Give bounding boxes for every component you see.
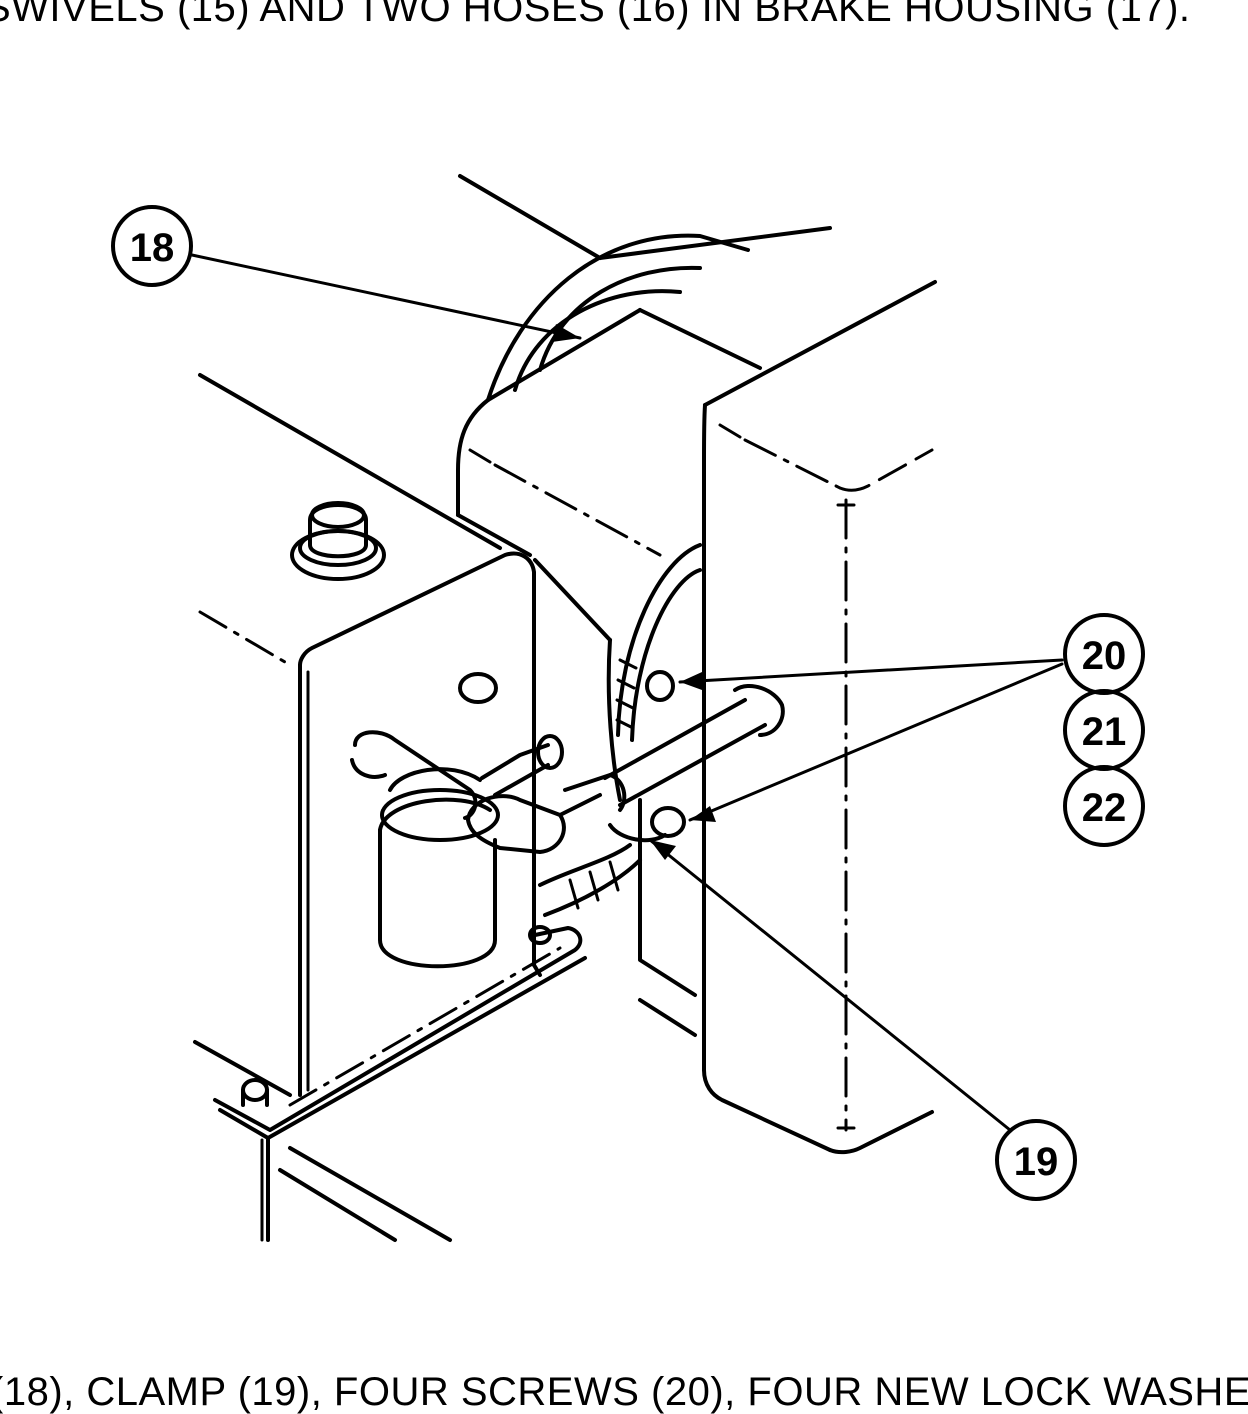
callout-19: 19 [995,1119,1077,1201]
callout-18: 18 [111,205,193,287]
callout-20: 20 [1063,613,1145,695]
leader-lines [190,253,1064,1132]
callout-20-label: 20 [1082,634,1127,678]
leader-arrowheads [552,324,716,860]
mounting-bracket [213,925,587,1242]
filler-cap [290,501,386,581]
callout-21-label: 21 [1082,710,1127,754]
brake-housing-right [638,280,937,1155]
callout-18-label: 18 [130,226,175,270]
brake-housing-top [456,226,832,802]
reservoir-tank [193,373,542,1097]
callout-21: 21 [1063,689,1145,771]
callout-19-label: 19 [1014,1140,1059,1184]
filter-canister [378,767,500,969]
callout-22: 22 [1063,765,1145,847]
clamp [608,806,686,843]
top-caption: SWIVELS (15) AND TWO HOSES (16) IN BRAKE… [0,0,1191,30]
flex-hose [538,543,702,917]
callout-22-label: 22 [1082,786,1127,830]
drum [458,174,750,402]
bottom-caption: (18), CLAMP (19), FOUR SCREWS (20), FOUR… [0,1370,1248,1414]
hose-fittings [350,670,785,854]
